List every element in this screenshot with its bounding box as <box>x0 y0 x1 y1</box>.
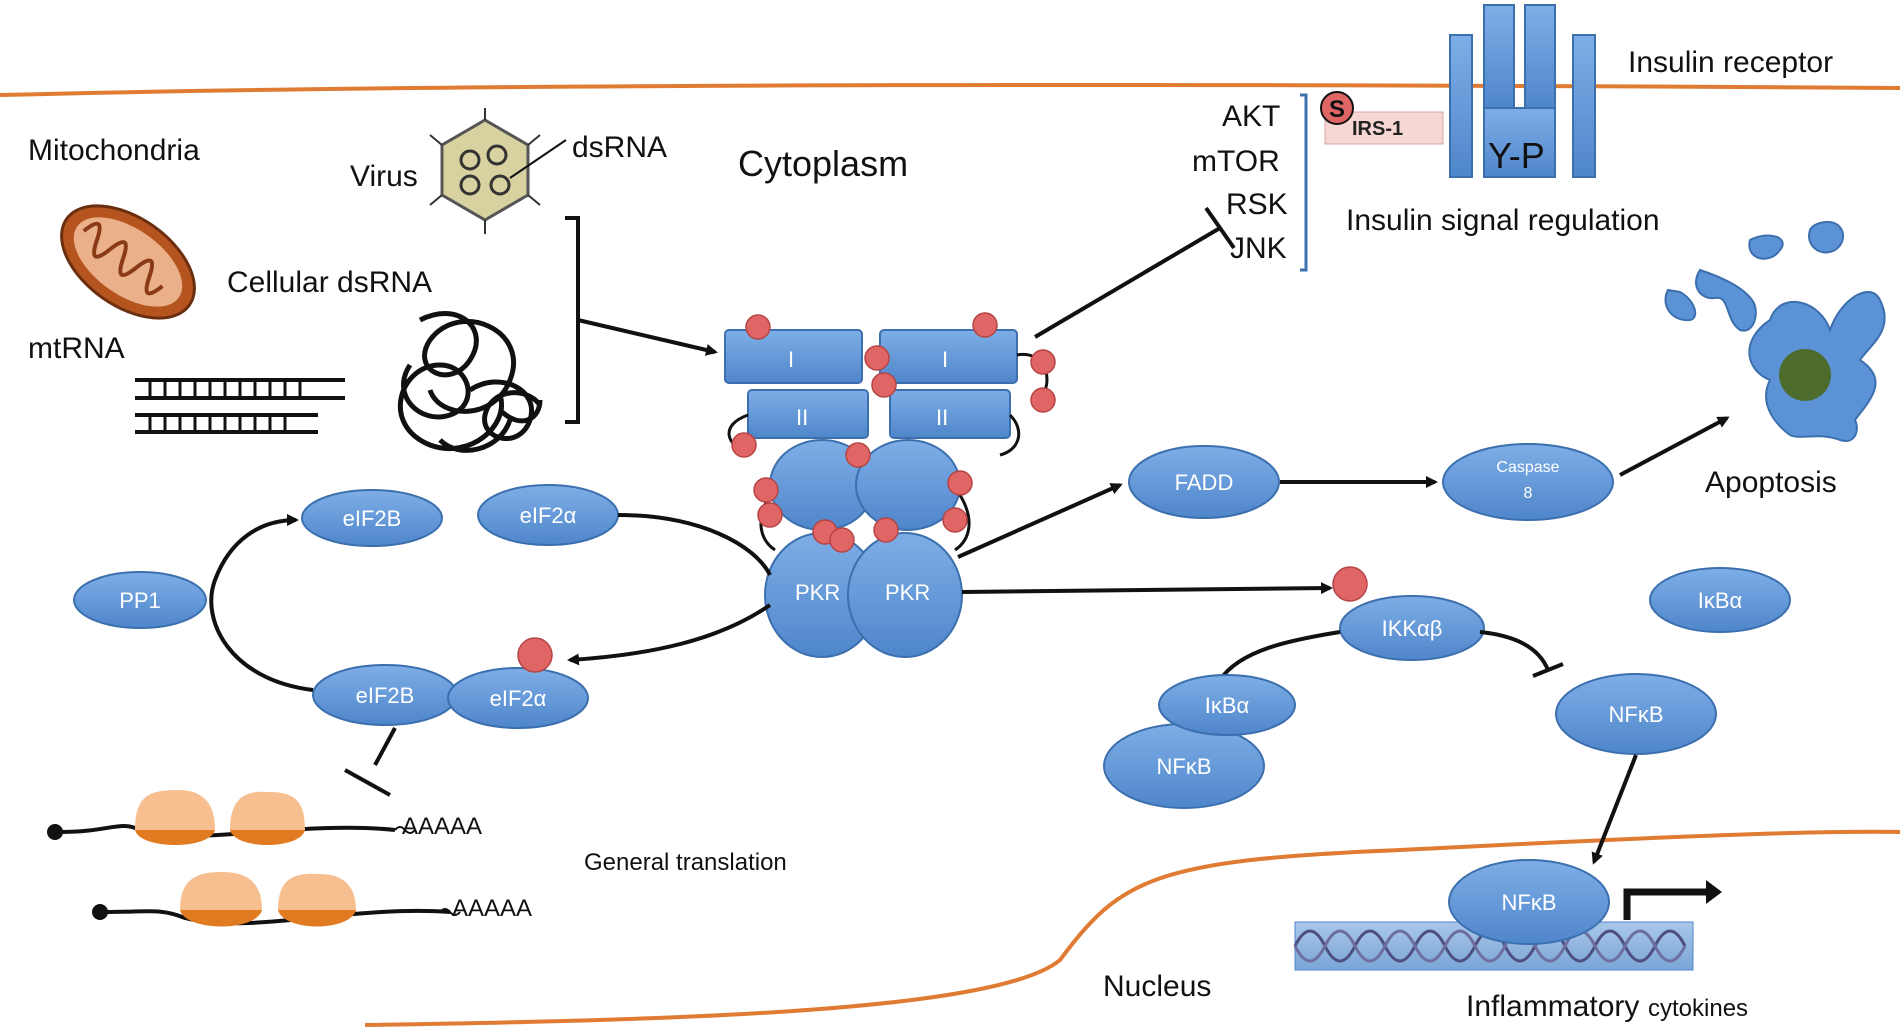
mrna-2 <box>92 904 461 926</box>
eif2a-to-pkr-line <box>617 513 772 576</box>
transcription-start-arrow <box>1623 888 1712 920</box>
apoptosis-label: Apoptosis <box>1705 466 1837 499</box>
svg-text:eIF2α: eIF2α <box>490 686 547 711</box>
eif2b-top-node: eIF2B <box>301 489 443 547</box>
virus-icon <box>429 108 541 234</box>
ikk-phospho-site <box>1332 566 1368 602</box>
mitochondria-icon <box>60 204 196 320</box>
cellular-dsrna-icon <box>398 311 543 453</box>
kinase-mtor: mTOR <box>1192 145 1280 178</box>
apoptotic-cell-icon <box>1664 220 1886 442</box>
kinase-bracket <box>1300 93 1308 272</box>
pkr-to-eif2a-arrow <box>567 603 772 666</box>
kinase-rsk: RSK <box>1226 188 1288 221</box>
pkr-right-label: PKR <box>885 580 930 605</box>
pkr-to-fadd-arrow <box>957 483 1123 559</box>
svg-text:NFκB: NFκB <box>1157 754 1212 779</box>
insulin-signal-regulation-label: Insulin signal regulation <box>1346 204 1660 237</box>
mitochondria-label: Mitochondria <box>28 134 200 167</box>
pkr-to-ikk-arrow <box>961 582 1333 595</box>
inflammatory-label: Inflammatory <box>1466 990 1639 1023</box>
pkr-phospho-sites <box>731 312 1056 553</box>
svg-text:IκBα: IκBα <box>1698 588 1743 613</box>
pkr-kinase-lobes <box>764 439 963 658</box>
eif2a-top-node: eIF2α <box>477 484 619 546</box>
transcription-arrow-head <box>1706 880 1722 904</box>
svg-text:NFκB: NFκB <box>1609 702 1664 727</box>
cellular-dsrna-label: Cellular dsRNA <box>227 266 432 299</box>
eif2a-phospho-site <box>517 637 553 673</box>
general-translation-label: General translation <box>584 849 787 876</box>
cytokines-label: cytokines <box>1648 995 1748 1022</box>
svg-text:IKKαβ: IKKαβ <box>1382 616 1443 641</box>
insulin-receptor-label: Insulin receptor <box>1628 46 1833 79</box>
dsrna-label: dsRNA <box>572 131 667 164</box>
eif2b-inhibits-translation-line <box>373 727 397 766</box>
nfkb-complex-node: NFκB <box>1103 723 1265 809</box>
dsrna-pointer <box>509 139 567 179</box>
ribosome-1-icon <box>135 790 305 845</box>
ikk-releases-nfkb-line <box>1479 630 1550 671</box>
nfkb-free-node: NFκB <box>1555 673 1717 755</box>
dsrna-sources-bracket <box>565 216 580 424</box>
pkr-dsrbd-domains <box>724 329 1018 439</box>
ikk-to-ikba-line <box>1218 630 1341 682</box>
pkr-to-kinase-inhibition <box>1033 226 1222 339</box>
caspase8-node: Caspase 8 <box>1442 443 1614 521</box>
nucleus-label: Nucleus <box>1103 970 1211 1003</box>
svg-text:PP1: PP1 <box>119 588 161 613</box>
virus-label: Virus <box>350 160 418 193</box>
y-p-label: Y-P <box>1488 135 1545 176</box>
pp1-node: PP1 <box>73 571 207 629</box>
domain-ii-left: II <box>796 405 808 430</box>
dna-helix-icon-2 <box>1293 929 1687 963</box>
irs1-label: IRS-1 <box>1352 118 1403 140</box>
dsrna-to-pkr-arrow <box>577 318 718 356</box>
svg-text:NFκB: NFκB <box>1502 890 1557 915</box>
apoptotic-nucleus-icon <box>1779 349 1831 401</box>
svg-text:eIF2α: eIF2α <box>520 503 577 528</box>
mtrna-rungs <box>148 380 302 432</box>
mtrna-label: mtRNA <box>28 332 125 365</box>
eif2b-bottom-node: eIF2B <box>312 664 458 726</box>
ikba-complex-node: IκBα <box>1158 674 1296 736</box>
cytoplasm-label: Cytoplasm <box>738 143 908 184</box>
polya-1-label: AAAAA <box>402 813 482 840</box>
translation-inhibition-bar <box>344 768 391 797</box>
svg-text:FADD: FADD <box>1175 470 1234 495</box>
kinase-akt: AKT <box>1222 100 1280 133</box>
nuclear-membrane <box>364 829 1900 1027</box>
ikkab-node: IKKαβ <box>1339 595 1485 661</box>
polya-2-label: AAAAA <box>452 895 532 922</box>
caspase-to-apoptosis-arrow <box>1619 416 1730 477</box>
nfkb-translocation-arrow <box>1591 754 1638 865</box>
kinase-jnk: JNK <box>1230 232 1287 265</box>
ikba-free-node: IκBα <box>1649 567 1791 633</box>
svg-text:eIF2B: eIF2B <box>343 506 402 531</box>
cell-membrane <box>0 82 1900 97</box>
ikk-nfkb-bar <box>1532 662 1564 678</box>
inhibition-bar <box>1204 206 1236 250</box>
svg-text:Caspase: Caspase <box>1496 459 1559 476</box>
fadd-node: FADD <box>1128 445 1280 519</box>
insulin-receptor <box>1449 4 1596 178</box>
eif2b-recycle-arrow <box>209 514 314 692</box>
domain-i-left: I <box>788 347 794 372</box>
svg-text:IκBα: IκBα <box>1205 693 1250 718</box>
eif2a-bottom-node: eIF2α <box>447 667 589 729</box>
pkr-left-label: PKR <box>795 580 840 605</box>
svg-text:8: 8 <box>1524 485 1533 502</box>
serine-label: S <box>1329 96 1345 123</box>
domain-ii-right: II <box>936 405 948 430</box>
serine-phospho-icon <box>1320 91 1354 125</box>
ribosome-2-icon <box>180 872 356 927</box>
nfkb-nucleus-node: NFκB <box>1448 859 1610 945</box>
svg-text:eIF2B: eIF2B <box>356 683 415 708</box>
domain-i-right: I <box>942 347 948 372</box>
